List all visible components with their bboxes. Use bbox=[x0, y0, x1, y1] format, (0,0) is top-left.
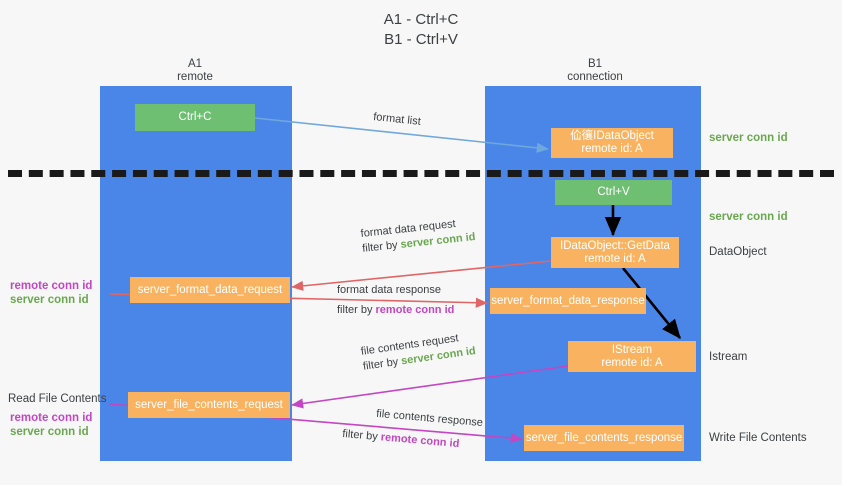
left-label-server-conn-id-low: server conn id bbox=[10, 426, 89, 438]
node-idataobject[interactable]: 佡忀IDataObject remote id: A bbox=[551, 128, 673, 158]
title-line-2: B1 - Ctrl+V bbox=[384, 31, 458, 48]
edge-label-file-contents-response: file contents response filter by remote … bbox=[342, 404, 484, 454]
edge-label-format-list: format list bbox=[372, 110, 422, 130]
filter-prefix: filter by bbox=[337, 304, 376, 316]
left-label-remote-conn-id-mid: remote conn id bbox=[10, 280, 93, 292]
edge-format-data-response-title: format data response bbox=[337, 284, 441, 296]
left-label-remote-conn-id-low: remote conn id bbox=[10, 412, 93, 424]
node-server-file-contents-request-label: server_file_contents_request bbox=[135, 398, 283, 411]
node-ctrl-v[interactable]: Ctrl+V bbox=[555, 180, 672, 205]
left-label-read-file-contents: Read File Contents bbox=[8, 393, 107, 405]
right-label-istream: Istream bbox=[709, 351, 748, 363]
left-label-group-format: remote conn id server conn id bbox=[10, 279, 92, 307]
lane-a1-name: A1 bbox=[187, 58, 203, 70]
filter-prefix: filter by bbox=[341, 427, 382, 444]
lane-a1-subtitle: remote bbox=[177, 71, 213, 83]
node-server-file-contents-request[interactable]: server_file_contents_request bbox=[128, 392, 290, 418]
right-label-server-conn-id-mid: server conn id bbox=[709, 211, 788, 223]
filter-value: remote conn id bbox=[380, 431, 460, 451]
right-label-write-file-contents: Write File Contents bbox=[709, 432, 807, 444]
edge-label-format-data-response: format data response filter by remote co… bbox=[337, 283, 454, 318]
dashed-divider bbox=[8, 170, 834, 177]
edge-label-file-contents-request: file contents request filter by server c… bbox=[360, 329, 477, 375]
filter-prefix: filter by bbox=[361, 238, 402, 255]
node-ctrl-c[interactable]: Ctrl+C bbox=[135, 104, 255, 131]
node-server-format-data-request[interactable]: server_format_data_request bbox=[130, 277, 290, 303]
filter-value: remote conn id bbox=[375, 304, 455, 316]
node-server-format-data-request-label: server_format_data_request bbox=[137, 283, 283, 296]
node-getdata-name: IDataObject::GetData bbox=[560, 239, 670, 252]
node-getdata-id: remote id: A bbox=[584, 252, 646, 265]
edge-label-format-list-text: format list bbox=[372, 110, 422, 128]
right-label-server-conn-id-top: server conn id bbox=[709, 132, 788, 144]
page-title: A1 - Ctrl+C B1 - Ctrl+V bbox=[0, 10, 842, 50]
lane-header-a1: A1 remote bbox=[130, 58, 260, 84]
lane-b1-name: B1 bbox=[587, 58, 603, 70]
node-server-file-contents-response-label: server_file_contents_response bbox=[525, 431, 683, 444]
edge-file-contents-response-title: file contents response bbox=[375, 407, 484, 430]
edge-format-data-response-filter: filter by remote conn id bbox=[337, 303, 454, 318]
edge-file-contents-response-filter: filter by remote conn id bbox=[342, 427, 482, 454]
node-ctrl-v-label: Ctrl+V bbox=[597, 186, 630, 198]
node-idataobject-getdata[interactable]: IDataObject::GetData remote id: A bbox=[551, 237, 679, 268]
left-label-server-conn-id-mid: server conn id bbox=[10, 294, 89, 306]
node-idataobject-id: remote id: A bbox=[581, 143, 643, 155]
lane-b1-subtitle: connection bbox=[567, 71, 623, 83]
node-idataobject-name: 佡忀IDataObject bbox=[570, 130, 654, 142]
lane-header-b1: B1 connection bbox=[530, 58, 660, 84]
node-istream-id: remote id: A bbox=[601, 356, 663, 369]
title-line-1: A1 - Ctrl+C bbox=[383, 11, 459, 28]
node-istream[interactable]: IStream remote id: A bbox=[568, 341, 696, 372]
node-server-format-data-response[interactable]: server_format_data_response bbox=[490, 288, 646, 314]
filter-prefix: filter by bbox=[362, 355, 403, 373]
node-server-file-contents-response[interactable]: server_file_contents_response bbox=[524, 425, 684, 451]
node-server-format-data-response-label: server_format_data_response bbox=[491, 294, 645, 307]
edge-label-format-data-request: format data request filter by server con… bbox=[360, 215, 476, 257]
right-label-dataobject: DataObject bbox=[709, 246, 767, 258]
node-istream-name: IStream bbox=[611, 343, 653, 356]
node-ctrl-c-label: Ctrl+C bbox=[178, 111, 212, 123]
left-label-group-file: remote conn id server conn id bbox=[10, 411, 92, 439]
